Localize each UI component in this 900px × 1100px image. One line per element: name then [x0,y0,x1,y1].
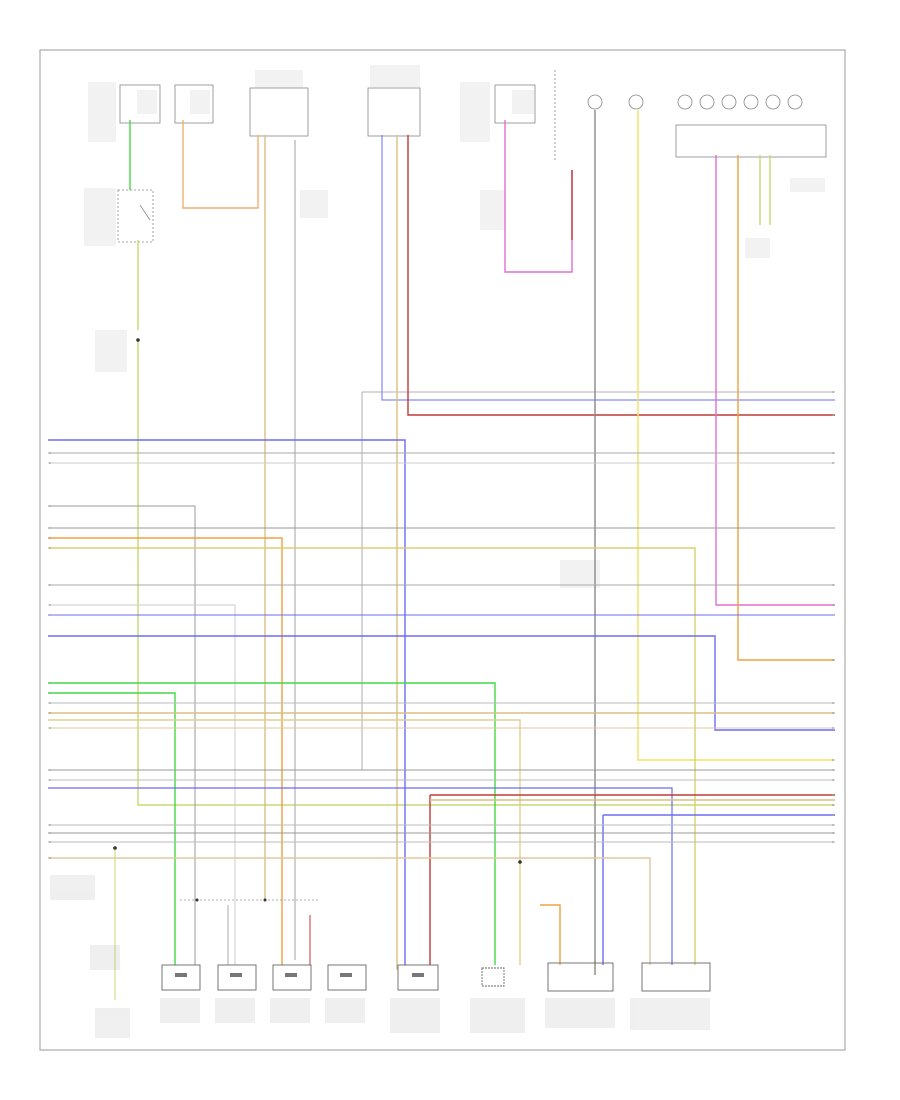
throttle-sensor [547,962,614,992]
wire-yellow-h16 [48,719,521,965]
injector-2 [217,964,257,991]
wire-red-ecm [407,135,835,416]
wire-gray-h4 [48,505,196,965]
bottom-labels [50,875,710,1038]
fuse-box-2 [174,84,214,124]
wires [48,110,835,1000]
wire-pink-fuse3 [504,120,573,273]
fuse-d [699,94,715,110]
relay-switch [117,189,154,243]
combination-meter-connector [249,87,309,137]
wire-orange-right [737,155,835,661]
fuse-h [787,94,803,110]
coolant-sensor [481,967,505,987]
egr-valve [397,964,439,991]
knock-sensor [641,962,711,992]
wire-tan-h27 [48,857,651,965]
fuse-e [721,94,737,110]
wire-yellowgreen-main [137,340,835,806]
splices [113,338,522,902]
injector-3 [272,964,312,991]
component-tags [175,973,424,977]
injector-4 [327,964,367,991]
injector-1 [161,964,201,991]
fuse-f [743,94,759,110]
wire-blue-h11 [48,635,835,731]
fuse-box-3 [494,84,536,124]
wire-green-h13 [48,692,176,965]
right-pins [832,391,834,843]
ecm-connector-top [367,87,421,137]
fuse-b [628,94,644,110]
wire-blue-h1 [48,439,406,965]
top-components [117,70,827,243]
wire-green-h12 [48,682,496,965]
bottom-components [161,962,711,992]
wire-orange-fuse2 [182,120,259,209]
wire-blue-h20 [48,787,673,965]
top-labels [84,65,825,588]
fuse-box-1 [119,84,161,124]
wire-pink-right [715,155,835,606]
fuse-g [765,94,781,110]
fuse-c [677,94,693,110]
wire-yellow-fuseb [637,110,835,761]
wire-yellow-h7 [48,547,696,965]
junction-connector [675,124,827,158]
left-pins [49,439,51,859]
wire-blue-ecm-top [381,135,835,401]
wire-gray-h9 [48,604,236,965]
wire-orange-h6 [48,537,283,965]
wire-orange-sensor [540,904,561,965]
diagram-frame [39,49,846,1051]
fuse-a [587,94,603,110]
